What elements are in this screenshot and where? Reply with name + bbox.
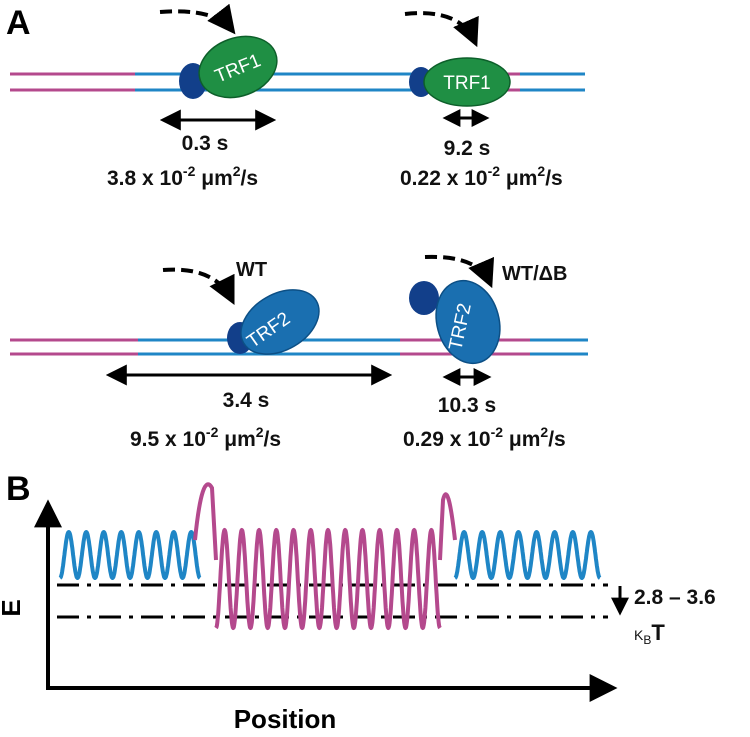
trf2-left-diffusion: 9.5 x 10-2 μm2/s [130, 424, 281, 451]
barrier-left [193, 482, 218, 561]
x-axis-label: Position [234, 704, 337, 734]
trf1-left-time: 0.3 s [182, 132, 229, 155]
energy-axes [34, 499, 618, 702]
trf2-left-time: 3.4 s [223, 389, 270, 412]
barrier-right [438, 492, 457, 561]
panel-b-letter: B [6, 470, 31, 508]
y-axis-label: E [0, 599, 26, 616]
trf1-right-diffusion: 0.22 x 10-2 μm2/s [400, 163, 563, 190]
trf2-wtdb-label: WT/ΔB [502, 263, 567, 285]
trf1-right-time: 9.2 s [444, 137, 491, 160]
energy-landscape [58, 482, 602, 630]
wave-magenta-center [214, 528, 442, 630]
trf1-label-right: TRF1 [443, 73, 491, 94]
trf1-left-diffusion: 3.8 x 10-2 μm2/s [107, 163, 258, 190]
wave-blue-right [453, 530, 602, 580]
panel-a-letter: A [6, 4, 31, 42]
trf2-protein-right: WT/ΔB TRF2 [409, 254, 567, 365]
energy-gap-value: 2.8 – 3.6 [634, 586, 716, 609]
energy-gap-unit: KBT [634, 620, 665, 647]
trf2-protein-left: WT TRF2 [162, 259, 320, 355]
trf1-protein-right: TRF1 [404, 11, 511, 107]
trf1-protein-left: TRF1 [159, 3, 278, 99]
trf2-right-time: 10.3 s [438, 394, 496, 417]
wave-blue-left [58, 530, 202, 580]
trf2-wt-label: WT [236, 259, 267, 281]
trf2-right-diffusion: 0.29 x 10-2 μm2/s [403, 424, 566, 451]
